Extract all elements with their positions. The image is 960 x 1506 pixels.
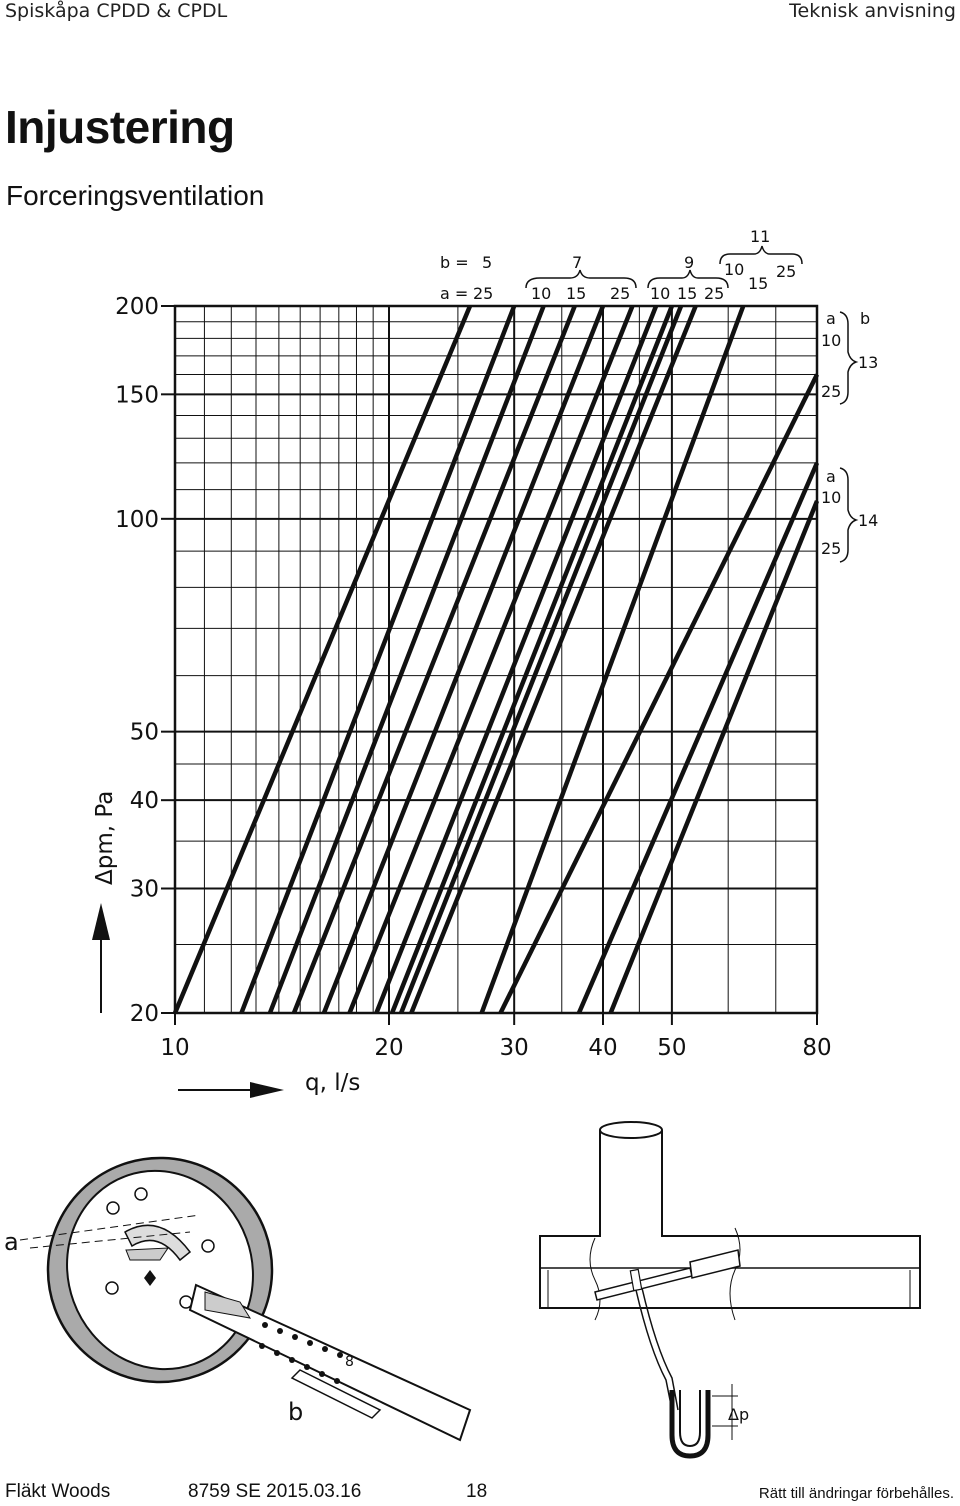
a-7-25: 25 <box>610 284 630 303</box>
a-13-25: 25 <box>821 382 841 401</box>
y-tick-label: 150 <box>115 382 159 408</box>
series-line-b13-a10 <box>479 305 746 1014</box>
footer-doc-id: 8759 SE 2015.03.16 <box>188 1481 362 1502</box>
series-line-b14-a25 <box>608 500 820 1014</box>
b-7-label: 7 <box>572 253 582 272</box>
y-tick-label: 40 <box>130 788 159 814</box>
series-line-b7-a10 <box>239 305 517 1014</box>
b-11-label: 11 <box>750 227 770 246</box>
y-tick-labels: 20 30 40 50 100 150 200 <box>115 294 175 1027</box>
scale-mark: 8 <box>345 1354 354 1370</box>
dp-label: Δp <box>728 1405 749 1424</box>
a-prefix: a = <box>440 284 468 303</box>
series-line-b9-a15 <box>347 305 635 1014</box>
series-line-b7-a15 <box>267 305 546 1014</box>
a-25-label: 25 <box>473 284 493 303</box>
a-13-a: a <box>826 309 836 328</box>
x-axis-label-group: q, l/s <box>178 1070 360 1098</box>
b-label: b <box>860 309 870 328</box>
a-14-a: a <box>826 467 836 486</box>
a-9-10: 10 <box>650 284 670 303</box>
a-9-25: 25 <box>704 284 724 303</box>
b-13-label: 13 <box>858 353 878 372</box>
x-tick-label: 80 <box>802 1035 831 1061</box>
series-line-b9-a10 <box>321 305 606 1014</box>
a-7-15: 15 <box>566 284 586 303</box>
x-tick-labels: 10 20 30 40 50 80 <box>160 1013 832 1061</box>
y-tick-label: 50 <box>130 720 159 746</box>
series-header-labels: b = 5 a = 25 7 10 15 25 9 10 15 25 11 10… <box>440 227 878 563</box>
chart-series <box>172 305 820 1014</box>
a-11-10: 10 <box>724 260 744 279</box>
measuring-tube: 8 <box>188 1283 472 1442</box>
y-tick-label: 30 <box>130 877 159 903</box>
x-tick-label: 50 <box>657 1035 686 1061</box>
chart-grid <box>173 304 819 1015</box>
x-tick-label: 20 <box>374 1035 403 1061</box>
y-axis-label-group: Δpm, Pa <box>92 791 118 1013</box>
series-line-b9-a25 <box>374 305 659 1014</box>
series-line-b5-a25 <box>172 305 473 1014</box>
y-tick-label: 100 <box>115 507 159 533</box>
b-14-label: 14 <box>858 511 878 530</box>
footer-page-number: 18 <box>466 1481 488 1502</box>
plot-frame <box>173 304 819 1015</box>
damper-disc <box>46 1156 274 1384</box>
a-14-25: 25 <box>821 539 841 558</box>
footer-note: Rätt till ändringar förbehålles. <box>758 1485 954 1502</box>
y-axis-label: Δpm, Pa <box>92 791 118 885</box>
x-axis-label: q, l/s <box>305 1070 360 1096</box>
header-left: Spiskåpa CPDD & CPDL <box>5 0 228 22</box>
page-title: Injustering <box>5 101 235 153</box>
a-11-15: 15 <box>748 274 768 293</box>
label-b: b <box>288 1398 303 1426</box>
a-7-10: 10 <box>531 284 551 303</box>
series-line-b11-a15 <box>399 305 684 1014</box>
b-5-label: 5 <box>482 253 492 272</box>
series-line-b7-a25 <box>291 305 577 1014</box>
series-line-b13-a25 <box>498 373 820 1014</box>
series-line-b11-a25 <box>409 305 698 1014</box>
header-right: Teknisk anvisning <box>789 0 956 22</box>
b-9-label: 9 <box>684 253 694 272</box>
duct-assembly: Δp <box>539 1121 921 1459</box>
a-14-10: 10 <box>821 488 841 507</box>
a-13-10: 10 <box>821 331 841 350</box>
x-tick-label: 10 <box>160 1035 189 1061</box>
a-11-25: 25 <box>776 262 796 281</box>
x-tick-label: 30 <box>500 1035 529 1061</box>
installation-illustration: 8 a b Δp <box>4 1121 921 1459</box>
x-tick-label: 40 <box>588 1035 617 1061</box>
a-9-15: 15 <box>677 284 697 303</box>
label-a: a <box>4 1228 19 1256</box>
series-line-b14-a10 <box>576 461 820 1014</box>
page-subtitle: Forceringsventilation <box>6 180 265 211</box>
footer-company: Fläkt Woods <box>5 1481 111 1502</box>
y-tick-label: 20 <box>130 1001 159 1027</box>
y-tick-label: 200 <box>115 294 159 320</box>
b-prefix: b = <box>440 253 469 272</box>
series-line-b11-a10 <box>389 305 674 1014</box>
